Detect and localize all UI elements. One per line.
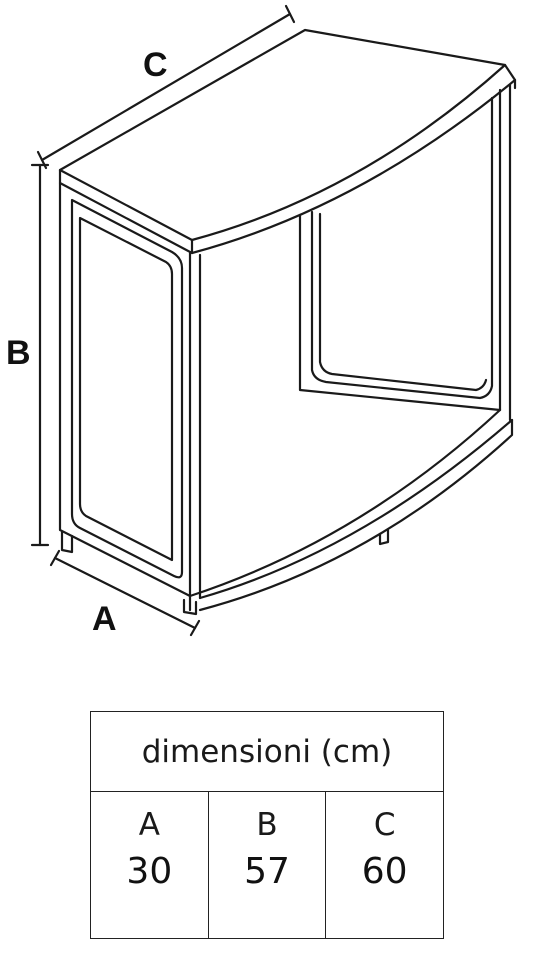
back-right-frame — [298, 83, 512, 422]
dimension-value-c: 60 — [361, 851, 408, 893]
bottom-shelf — [188, 408, 514, 612]
dimension-letter-b: B — [256, 807, 278, 843]
dimension-label-b: B — [6, 334, 31, 372]
dimension-letter-a: A — [138, 807, 160, 843]
dimension-value-b: 57 — [244, 851, 290, 893]
dimension-line-a — [49, 549, 201, 637]
left-side-frame — [58, 181, 202, 600]
dimension-label-a: A — [92, 600, 117, 638]
dimension-cell-b: B 57 — [207, 792, 326, 938]
dimension-cell-a: A 30 — [91, 792, 208, 938]
furniture-drawing: C B A — [6, 4, 517, 638]
dimension-letter-c: C — [373, 807, 396, 843]
dimension-line-b — [30, 163, 50, 547]
dimension-cell-c: C 60 — [325, 792, 443, 938]
dimension-label-c: C — [143, 46, 168, 84]
dimensions-row: A 30 B 57 C 60 — [91, 792, 443, 938]
dimensions-table: dimensioni (cm) A 30 B 57 C 60 — [90, 711, 444, 939]
top-shelf — [58, 28, 517, 255]
dimension-value-a: 30 — [126, 851, 173, 893]
feet — [60, 528, 390, 616]
dimension-line-c — [36, 4, 296, 170]
shelf-line-drawing: C B A — [6, 4, 517, 638]
dimensions-table-title: dimensioni (cm) — [91, 712, 443, 792]
